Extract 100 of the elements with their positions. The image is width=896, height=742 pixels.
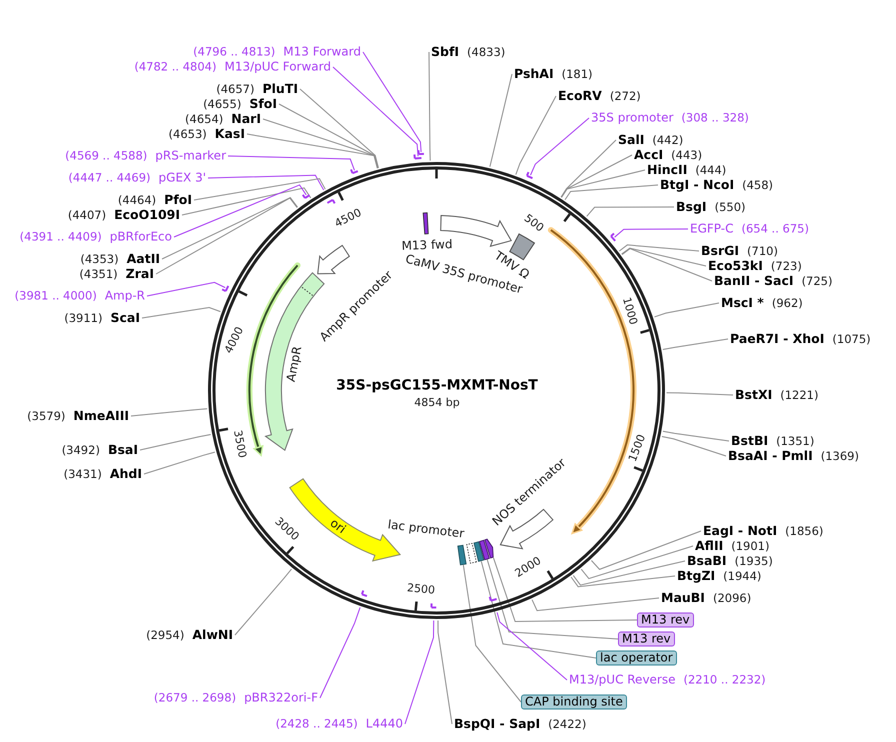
enzyme-name: PshAI xyxy=(514,66,554,81)
leader-line xyxy=(492,557,638,622)
leader-line xyxy=(572,560,686,586)
enzyme-name: EagI - NotI xyxy=(703,523,778,538)
primer-range: (654 .. 675) xyxy=(741,222,809,236)
leader-line xyxy=(234,568,292,636)
cut-position: (272) xyxy=(610,89,641,104)
leader-line xyxy=(182,187,312,216)
leader-line xyxy=(618,244,700,252)
leader-line xyxy=(228,156,355,171)
enzyme-name: AccI xyxy=(634,147,664,162)
feature-label: ori xyxy=(328,516,348,536)
leader-line xyxy=(362,52,422,152)
cut-position: (1221) xyxy=(780,388,818,403)
leader-line xyxy=(662,338,728,350)
enzyme-name: BtgI - NcoI xyxy=(660,177,734,192)
leader-line xyxy=(570,576,676,588)
tick-label: 1500 xyxy=(627,433,648,464)
leader-line xyxy=(194,178,326,200)
feature-label: AmpR xyxy=(284,345,304,383)
enzyme-name: BsaI xyxy=(108,442,138,457)
enzyme-name: MauBI xyxy=(661,590,705,605)
primer-name: EGFP-C xyxy=(690,222,734,236)
enzyme-name: BstXI xyxy=(735,387,772,402)
tick-label: 500 xyxy=(522,212,546,234)
cut-position: (3579) xyxy=(27,409,66,424)
leader-line xyxy=(146,282,226,296)
leader-line xyxy=(662,430,730,442)
tick-label: 4500 xyxy=(332,206,363,230)
enzyme-name: EcoO109I xyxy=(114,207,180,222)
enzyme-name: NmeAIII xyxy=(73,408,129,423)
primer-range: (3981 .. 4000) xyxy=(14,288,97,304)
cut-position: (1901) xyxy=(731,539,770,554)
primer-name: M13/pUC Forward xyxy=(224,60,331,74)
primer-name: pRS-marker xyxy=(155,148,226,164)
cut-position: (4654) xyxy=(185,112,224,127)
enzyme-name: PluTI xyxy=(262,81,298,96)
leader-line xyxy=(586,206,674,217)
primer-range: (4782 .. 4804) xyxy=(134,60,216,74)
leader-line xyxy=(561,170,646,198)
pointed-feature-block xyxy=(484,538,494,558)
leader-line xyxy=(666,392,734,396)
cut-position: (4657) xyxy=(216,82,254,97)
feature-block xyxy=(457,544,467,566)
leader-line xyxy=(140,434,212,450)
cut-position: (444) xyxy=(695,163,726,178)
cut-position: (458) xyxy=(742,178,774,193)
enzyme-name: BsaBI xyxy=(687,553,727,568)
leader-line xyxy=(590,530,702,570)
enzyme-name: BstBI xyxy=(731,433,768,448)
enzyme-name: SbfI xyxy=(431,44,460,59)
enzyme-name: PaeR7I - XhoI xyxy=(730,331,824,346)
enzyme-name: PfoI xyxy=(164,192,192,207)
enzyme-name: SfoI xyxy=(249,96,277,111)
leader-line xyxy=(156,197,298,274)
primer-name: pBRforEco xyxy=(110,230,172,244)
primer-name: L4440 xyxy=(366,716,403,732)
primer-name: Amp-R xyxy=(104,288,145,304)
leader-line xyxy=(208,174,324,191)
enzyme-name: AflII xyxy=(695,538,724,553)
cut-position: (1351) xyxy=(776,434,814,449)
cut-position: (2954) xyxy=(146,628,184,643)
leader-line xyxy=(144,452,216,474)
feature-block xyxy=(474,541,484,562)
leader-line xyxy=(142,306,221,318)
tick-label: 1000 xyxy=(620,296,639,326)
primer-range: (4391 .. 4409) xyxy=(20,230,102,244)
leader-line xyxy=(496,612,568,680)
leader-line xyxy=(462,564,522,702)
enzyme-name: HincII xyxy=(647,162,688,177)
leader-line xyxy=(489,74,512,168)
enzyme-name: BsgI xyxy=(676,199,707,214)
feature-tag: M13 rev xyxy=(618,632,675,646)
feature-label: M13 fwd xyxy=(401,237,453,253)
leader-line xyxy=(486,559,618,640)
enzyme-name: BsaAI - PmlI xyxy=(728,448,813,463)
primer-range: (2679 .. 2698) xyxy=(154,690,236,706)
enzyme-name: BsrGI xyxy=(701,243,740,258)
leader-line xyxy=(428,52,431,162)
cut-position: (550) xyxy=(714,200,746,215)
leader-line xyxy=(246,134,378,169)
enzyme-name: EcoRV xyxy=(558,88,602,103)
cut-position: (3911) xyxy=(64,311,102,326)
cut-position: (3492) xyxy=(62,443,100,458)
cut-position: (1944) xyxy=(723,569,762,584)
enzyme-name: BtgZI xyxy=(677,568,716,583)
enzyme-name: AhdI xyxy=(110,466,142,481)
cut-position: (443) xyxy=(671,148,702,163)
tick-label: 2500 xyxy=(406,582,436,596)
enzyme-name: BspQI - SapI xyxy=(454,716,540,731)
leader-line xyxy=(162,197,298,260)
leader-line xyxy=(622,248,712,282)
leader-line xyxy=(130,408,208,416)
primer-name: pBR322ori-F xyxy=(244,690,318,706)
primer-range: (4796 .. 4813) xyxy=(193,44,276,60)
leader-line xyxy=(404,620,434,724)
cut-position: (723) xyxy=(770,259,802,274)
leader-line xyxy=(580,546,694,580)
enzyme-name: AatII xyxy=(126,251,160,266)
cut-position: (4353) xyxy=(80,252,119,267)
